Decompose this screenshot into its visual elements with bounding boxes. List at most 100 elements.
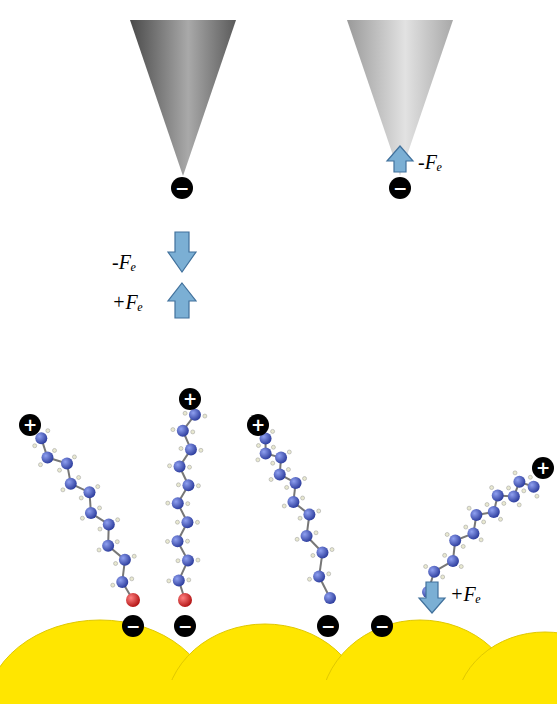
hydrogen-atom bbox=[115, 540, 119, 544]
carbon-atom bbox=[428, 566, 440, 578]
hydrogen-atom bbox=[461, 544, 465, 548]
carbon-atom bbox=[449, 534, 461, 546]
force-label: +Fₑ bbox=[112, 292, 143, 312]
hydrogen-atom bbox=[443, 553, 447, 557]
charge-symbol: − bbox=[122, 615, 144, 637]
hydrogen-atom bbox=[116, 518, 120, 522]
carbon-atom bbox=[290, 477, 302, 489]
carbon-atom bbox=[83, 486, 95, 498]
carbon-atom bbox=[185, 443, 197, 455]
carbon-atom bbox=[313, 571, 325, 583]
hydrogen-atom bbox=[166, 539, 170, 543]
hydrogen-atom bbox=[38, 463, 42, 467]
hydrogen-atom bbox=[298, 516, 302, 520]
carbon-atom bbox=[172, 535, 184, 547]
sulfur-atom bbox=[126, 593, 140, 607]
charge-symbol: − bbox=[171, 177, 193, 199]
hydrogen-atom bbox=[33, 444, 37, 448]
charge-symbol: + bbox=[247, 414, 269, 436]
carbon-atom bbox=[102, 540, 114, 552]
hydrogen-atom bbox=[499, 517, 503, 521]
hydrogen-atom bbox=[114, 562, 118, 566]
gold-substrate bbox=[0, 620, 557, 704]
hydrogen-atom bbox=[517, 503, 521, 507]
carbon-atom bbox=[119, 554, 131, 566]
carbon-atom bbox=[61, 458, 73, 470]
carbon-atom bbox=[467, 527, 479, 539]
hydrogen-atom bbox=[98, 506, 102, 510]
hydrogen-atom bbox=[301, 496, 305, 500]
hydrogen-atom bbox=[295, 537, 299, 541]
hydrogen-atom bbox=[167, 579, 171, 583]
hydrogen-atom bbox=[46, 429, 50, 433]
carbon-atom bbox=[324, 592, 336, 604]
hydrogen-atom bbox=[187, 465, 191, 469]
hydrogen-atom bbox=[507, 486, 511, 490]
hydrogen-atom bbox=[176, 483, 180, 487]
hydrogen-atom bbox=[256, 458, 260, 462]
hydrogen-atom bbox=[317, 509, 321, 513]
hydrogen-atom bbox=[187, 578, 191, 582]
hydrogen-atom bbox=[96, 485, 100, 489]
sulfur-atom bbox=[178, 593, 192, 607]
hydrogen-atom bbox=[513, 471, 517, 475]
carbon-atom bbox=[274, 468, 286, 480]
hydrogen-atom bbox=[479, 538, 483, 542]
hydrogen-atom bbox=[111, 583, 115, 587]
carbon-atom bbox=[513, 476, 525, 488]
carbon-atom bbox=[35, 432, 47, 444]
hydrogen-atom bbox=[330, 548, 334, 552]
hydrogen-atom bbox=[186, 539, 190, 543]
carbon-atom bbox=[172, 497, 184, 509]
hydrogen-atom bbox=[459, 565, 463, 569]
hydrogen-atom bbox=[256, 444, 260, 448]
hydrogen-atom bbox=[98, 527, 102, 531]
force-label: +Fₑ bbox=[450, 584, 481, 604]
hydrogen-atom bbox=[502, 501, 506, 505]
carbon-atom bbox=[470, 509, 482, 521]
hydrogen-atom bbox=[271, 445, 275, 449]
carbon-atom bbox=[492, 490, 504, 502]
hydrogen-atom bbox=[179, 447, 183, 451]
hydrogen-atom bbox=[441, 575, 445, 579]
hydrogen-atom bbox=[97, 548, 101, 552]
carbon-atom bbox=[65, 478, 77, 490]
hydrogen-atom bbox=[166, 501, 170, 505]
charge-symbol: − bbox=[371, 615, 393, 637]
carbon-atom bbox=[275, 452, 287, 464]
carbon-atom bbox=[182, 479, 194, 491]
hydrogen-atom bbox=[171, 428, 175, 432]
hydrogen-atom bbox=[168, 464, 172, 468]
carbon-atom bbox=[447, 555, 459, 567]
hydrogen-atom bbox=[485, 503, 489, 507]
hydrogen-atom bbox=[303, 477, 307, 481]
hydrogen-atom bbox=[522, 489, 526, 493]
charge-symbol: − bbox=[389, 177, 411, 199]
hydrogen-atom bbox=[535, 494, 539, 498]
carbon-atom bbox=[116, 576, 128, 588]
carbon-atom bbox=[182, 554, 194, 566]
hydrogen-atom bbox=[285, 485, 289, 489]
charge-symbol: + bbox=[532, 457, 554, 479]
hydrogen-atom bbox=[186, 502, 190, 506]
hydrogen-atom bbox=[314, 531, 318, 535]
carbon-atom bbox=[303, 509, 315, 521]
carbon-atom bbox=[508, 490, 520, 502]
carbon-atom bbox=[173, 574, 185, 586]
hydrogen-atom bbox=[464, 525, 468, 529]
afm-tip-light bbox=[347, 20, 453, 176]
hydrogen-atom bbox=[80, 516, 84, 520]
hydrogen-atom bbox=[307, 577, 311, 581]
hydrogen-atom bbox=[58, 468, 62, 472]
charge-symbol: − bbox=[317, 615, 339, 637]
hydrogen-atom bbox=[191, 430, 195, 434]
hydrogen-atom bbox=[130, 577, 134, 581]
carbon-atom bbox=[260, 448, 272, 460]
hydrogen-atom bbox=[424, 564, 428, 568]
force-label: -Fₑ bbox=[418, 152, 442, 172]
hydrogen-atom bbox=[53, 448, 57, 452]
carbon-atom bbox=[174, 461, 186, 473]
force-arrows bbox=[168, 146, 445, 613]
hydrogen-atom bbox=[286, 468, 290, 472]
